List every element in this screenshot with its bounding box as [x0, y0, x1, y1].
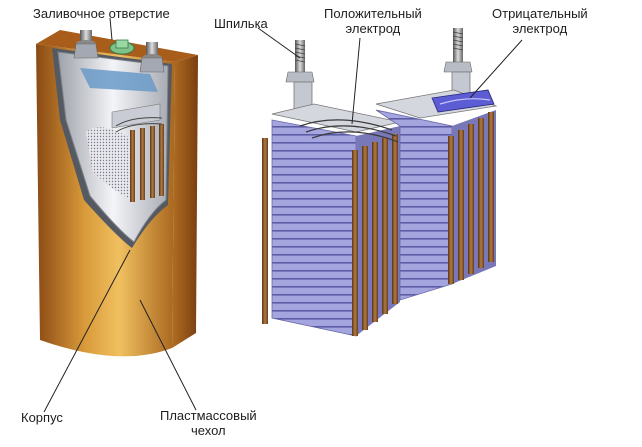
label-case: Корпус: [21, 410, 63, 425]
label-plastic-cover: Пластмассовый чехол: [160, 408, 257, 438]
leader-positive: [351, 37, 361, 125]
label-cover-line1: Пластмассовый: [160, 408, 257, 423]
negative-electrode-block: [375, 28, 498, 301]
label-stud: Шпилька: [214, 16, 268, 31]
case-inner-plates: [111, 103, 164, 202]
separator-dotted: [86, 127, 132, 200]
leader-filler-hole: [109, 17, 113, 41]
label-negative-line1: Отрицательный: [492, 6, 588, 21]
case-side-face: [172, 55, 198, 348]
leader-case: [43, 249, 131, 413]
label-positive-line1: Положительный: [324, 6, 422, 21]
positive-edge-bar: [262, 138, 268, 324]
label-filler-hole: Заливочное отверстие: [33, 6, 170, 21]
negative-plate-stack: [375, 109, 453, 301]
leader-negative: [469, 39, 523, 99]
label-cover-line2: чехол: [191, 423, 226, 438]
leader-cover: [139, 299, 197, 411]
electrolyte-top: [80, 68, 158, 92]
label-negative-electrode: Отрицательный электрод: [492, 6, 588, 36]
battery-case-cutaway: [36, 30, 198, 357]
negative-top-plates: [431, 89, 495, 113]
stud-bolt: [285, 40, 315, 83]
positive-electrode-block: [262, 40, 401, 337]
leader-stud: [257, 27, 301, 59]
case-terminal-bolt: [73, 30, 99, 59]
case-terminal-bolt-2: [139, 42, 165, 73]
label-positive-line2: электрод: [345, 21, 401, 36]
label-negative-line2: электрод: [512, 21, 568, 36]
leader-lines: [43, 17, 523, 413]
label-positive-electrode: Положительный электрод: [324, 6, 422, 36]
filler-cap-icon: [109, 39, 135, 55]
negative-stud-bolt: [443, 28, 473, 73]
positive-plate-stack: [271, 119, 357, 337]
